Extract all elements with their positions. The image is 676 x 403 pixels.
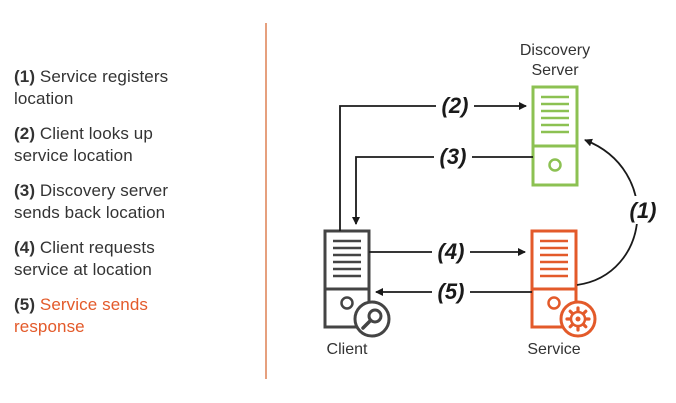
arrow-2-label: (2) xyxy=(442,93,469,118)
service-label: Service xyxy=(527,341,580,358)
discovery-server-label-line1: Discovery xyxy=(520,42,590,59)
arrow-3-label: (3) xyxy=(440,144,467,169)
arrow-5-label: (5) xyxy=(438,279,465,304)
arrow-4-label: (4) xyxy=(438,239,465,264)
service-node: Service xyxy=(527,229,597,358)
vertical-divider xyxy=(265,23,267,379)
server-icon xyxy=(530,229,578,329)
arrow-1-label: (1) xyxy=(630,198,657,223)
client-node: Client xyxy=(323,229,391,358)
step-number: (5) xyxy=(14,295,36,314)
discovery-server-label-line2: Server xyxy=(531,62,579,79)
magnifier-icon xyxy=(353,300,391,338)
discovery-server-node: Discovery Server xyxy=(520,42,590,187)
step-number: (4) xyxy=(14,238,36,257)
server-icon xyxy=(531,85,579,187)
client-label: Client xyxy=(327,341,368,358)
step-number: (2) xyxy=(14,124,36,143)
gear-icon xyxy=(559,300,597,338)
arrow-2 xyxy=(339,102,527,231)
step-number: (3) xyxy=(14,181,36,200)
step-number: (1) xyxy=(14,67,36,86)
arrow-3 xyxy=(352,156,533,225)
